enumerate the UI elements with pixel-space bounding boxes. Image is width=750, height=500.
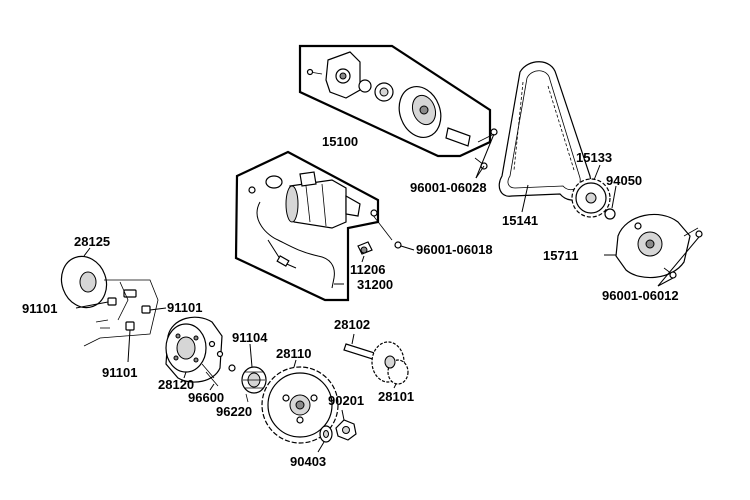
- part-number-15711: 15711: [543, 248, 578, 263]
- starter-motor-assembly[interactable]: 31200: [234, 150, 393, 302]
- starter-driven-gear[interactable]: 28110: [261, 346, 339, 444]
- part-number-96600: 96600: [188, 390, 224, 405]
- idler-gear[interactable]: 28101: [371, 341, 414, 404]
- clutch-bolts[interactable]: 96600: [188, 340, 224, 406]
- part-number-28101: 28101: [378, 389, 414, 404]
- gear-washer[interactable]: 90403: [290, 425, 333, 469]
- callout-96001-06018: 96001-06018: [370, 209, 493, 257]
- callout-96001-06028: 96001-06028: [410, 133, 495, 195]
- part-number-96001-06018: 96001-06018: [416, 242, 493, 257]
- gear-nut[interactable]: 90201: [328, 393, 364, 441]
- part-number-90201: 90201: [328, 393, 364, 408]
- pump-cover[interactable]: 15711: [543, 213, 703, 279]
- part-number-94050: 94050: [606, 173, 642, 188]
- pump-sprocket[interactable]: 15133: [571, 150, 612, 218]
- part-number-28120: 28120: [158, 377, 194, 392]
- starter-clutch-flange[interactable]: 28125: [54, 234, 113, 314]
- part-number-96001-06012: 96001-06012: [602, 288, 679, 303]
- callout-91101-bottom: 91101: [102, 329, 137, 380]
- part-number-28125: 28125: [74, 234, 110, 249]
- needle-bearing[interactable]: 91104: [228, 330, 268, 394]
- callout-91101-left: 91101: [22, 301, 109, 316]
- part-number-90403: 90403: [290, 454, 326, 469]
- callout-91101-right: 91101: [149, 300, 202, 315]
- starter-motor-group-outline: [234, 150, 380, 302]
- oil-pump-assembly[interactable]: 15100: [298, 44, 498, 170]
- clutch-rollers[interactable]: [83, 279, 159, 347]
- part-number-15133: 15133: [576, 150, 612, 165]
- one-way-clutch-housing[interactable]: 28120: [158, 316, 223, 392]
- part-number-15100: 15100: [322, 134, 358, 149]
- oil-pump-group-outline: [298, 44, 492, 158]
- callout-96001-06012: 96001-06012: [602, 236, 700, 303]
- part-number-28102: 28102: [334, 317, 370, 332]
- part-number-91101-left: 91101: [22, 301, 57, 316]
- sprocket-nut[interactable]: 94050: [604, 173, 642, 220]
- part-number-28110: 28110: [276, 346, 311, 361]
- part-number-11206: 11206: [350, 262, 385, 277]
- part-number-31200: 31200: [357, 277, 393, 292]
- part-number-91101-right: 91101: [167, 300, 202, 315]
- part-number-96001-06028: 96001-06028: [410, 180, 487, 195]
- part-number-91101-bottom: 91101: [102, 365, 137, 380]
- clutch-key[interactable]: 96220: [216, 393, 252, 419]
- part-number-96220: 96220: [216, 404, 252, 419]
- callout-11206: 11206: [350, 241, 385, 277]
- part-number-15141: 15141: [502, 213, 538, 228]
- part-number-91104: 91104: [232, 330, 268, 345]
